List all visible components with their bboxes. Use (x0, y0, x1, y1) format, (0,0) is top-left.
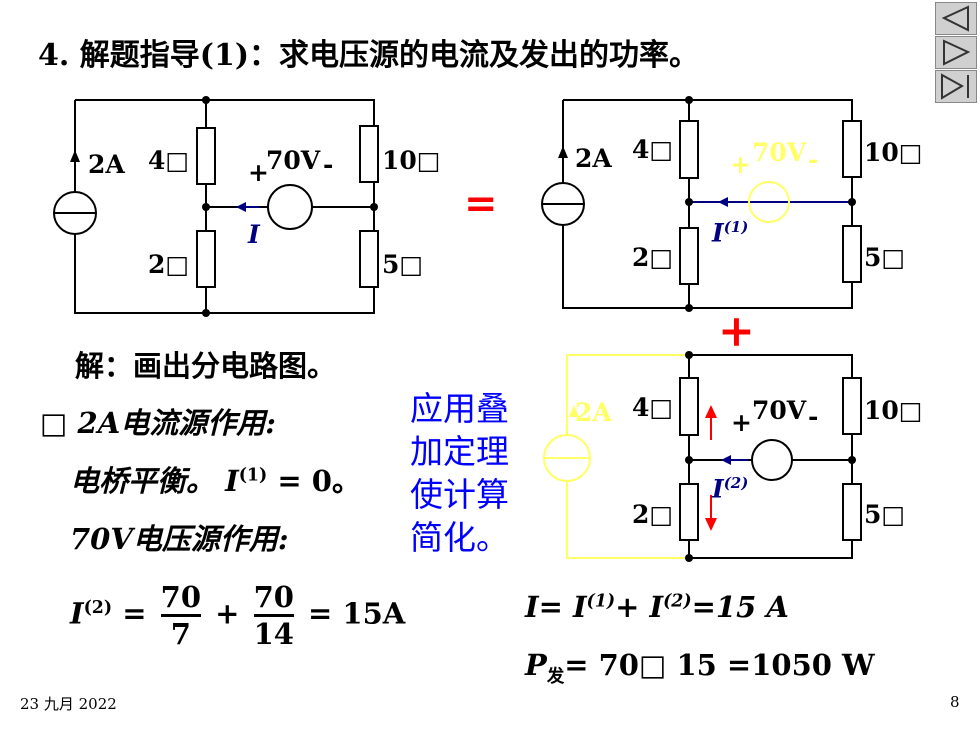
prev-slide-button[interactable] (935, 2, 977, 35)
i2-result: = 15A (308, 596, 406, 631)
equals-sign: = (464, 180, 498, 227)
formula-power: P发= 70□ 15 =1050 W (525, 648, 875, 688)
slide-title: 4. 解题指导(1)：求电压源的电流及发出的功率。 (38, 38, 700, 73)
resistor-10-label-2: 10□ (864, 138, 923, 167)
power-subscript: 发 (546, 666, 565, 687)
voltage-plus-ghost: + (730, 150, 751, 179)
step1-heading: □ 2A电流源作用: (40, 400, 276, 442)
current-i2-symbol: I (712, 474, 724, 504)
resistor-2-label: 2□ (148, 250, 190, 279)
current-i1-label: I(1) (712, 218, 748, 247)
fraction-1: 70 7 (160, 580, 202, 651)
voltage-source-label: 70V (266, 146, 321, 175)
i2-plus: + (215, 596, 240, 631)
resistor-10-label-3: 10□ (864, 396, 923, 425)
solution-intro: 解：画出分电路图。 (75, 349, 337, 383)
circuit-original (53, 99, 379, 314)
i2-symbol: I (70, 596, 84, 631)
resistor-4-label-3: 4□ (632, 393, 674, 422)
superposition-plus: + (718, 306, 755, 357)
voltage-minus-ghost: - (808, 145, 819, 174)
current-source-label-2: 2A (575, 144, 612, 173)
voltage-source-ghost: 70V (752, 138, 807, 167)
resistor-5-label: 5□ (382, 250, 424, 279)
total-c: =15 A (691, 590, 789, 624)
resistor-5-label-2: 5□ (864, 243, 906, 272)
step1-heading-text: 2A电流源作用: (77, 406, 276, 440)
next-slide-button[interactable] (935, 36, 977, 69)
triangle-right-icon (943, 39, 971, 66)
current-i1-symbol: I (712, 218, 724, 248)
circuit-70v-acting (543, 354, 862, 559)
total-sup-2: (2) (663, 591, 692, 612)
last-slide-button[interactable] (935, 70, 977, 103)
i1-superscript: (1) (238, 465, 268, 486)
circuit-2a-acting (541, 99, 862, 309)
resistor-2-label-3: 2□ (632, 500, 674, 529)
fraction-1-denominator: 7 (170, 617, 191, 651)
current-i2-label: I(2) (712, 474, 748, 503)
voltage-plus: + (248, 158, 269, 187)
checkbox-icon: □ (40, 406, 68, 440)
voltage-plus-3: + (731, 408, 752, 437)
triangle-left-icon (941, 5, 969, 32)
fraction-2: 70 14 (253, 580, 294, 651)
note-line-4: 简化。 (410, 518, 509, 557)
current-source-ghost: 2A (575, 398, 612, 427)
power-symbol: P (525, 648, 547, 682)
resistor-5-label-3: 5□ (864, 500, 906, 529)
i1-symbol: I (225, 464, 239, 498)
page-number: 8 (950, 693, 960, 711)
current-source-label: 2A (88, 150, 125, 179)
total-sup-1: (1) (586, 591, 616, 612)
step1-result: 电桥平衡。 I(1) = 0。 (70, 458, 361, 500)
superposition-note: 应用叠 加定理 使计算 简化。 (410, 387, 509, 559)
i2-equals: = (122, 596, 147, 631)
formula-total-current: I= I(1)+ I(2)=15 A (525, 590, 789, 624)
footer-date: 23 九月 2022 (20, 695, 117, 713)
resistor-4-label-2: 4□ (632, 135, 674, 164)
current-i1-superscript: (1) (723, 218, 749, 236)
i1-value: = 0。 (267, 464, 361, 498)
power-text: = 70□ 15 =1050 W (564, 648, 875, 682)
total-a: I= I (525, 590, 587, 624)
total-b: + I (615, 590, 664, 624)
skip-end-icon (941, 73, 969, 100)
step1-body: 电桥平衡。 (70, 464, 216, 498)
voltage-source-label-3: 70V (752, 396, 807, 425)
current-i-label: I (248, 220, 260, 249)
resistor-4-label: 4□ (148, 146, 190, 175)
voltage-minus-3: - (808, 402, 819, 431)
formula-i2: I(2) = 70 7 + 70 14 = 15A (70, 580, 405, 651)
resistor-2-label-2: 2□ (632, 243, 674, 272)
voltage-minus: - (323, 150, 334, 179)
fraction-1-numerator: 70 (160, 580, 202, 617)
fraction-2-numerator: 70 (253, 580, 294, 617)
resistor-10-label: 10□ (382, 146, 441, 175)
note-line-1: 应用叠 (410, 389, 509, 428)
i2-superscript: (2) (83, 597, 113, 618)
current-arrows (70, 146, 748, 531)
fraction-2-denominator: 14 (253, 617, 294, 651)
current-i2-superscript: (2) (723, 474, 749, 492)
step2-heading: 70V电压源作用: (70, 522, 289, 556)
note-line-3: 使计算 (410, 475, 509, 514)
note-line-2: 加定理 (410, 432, 509, 471)
